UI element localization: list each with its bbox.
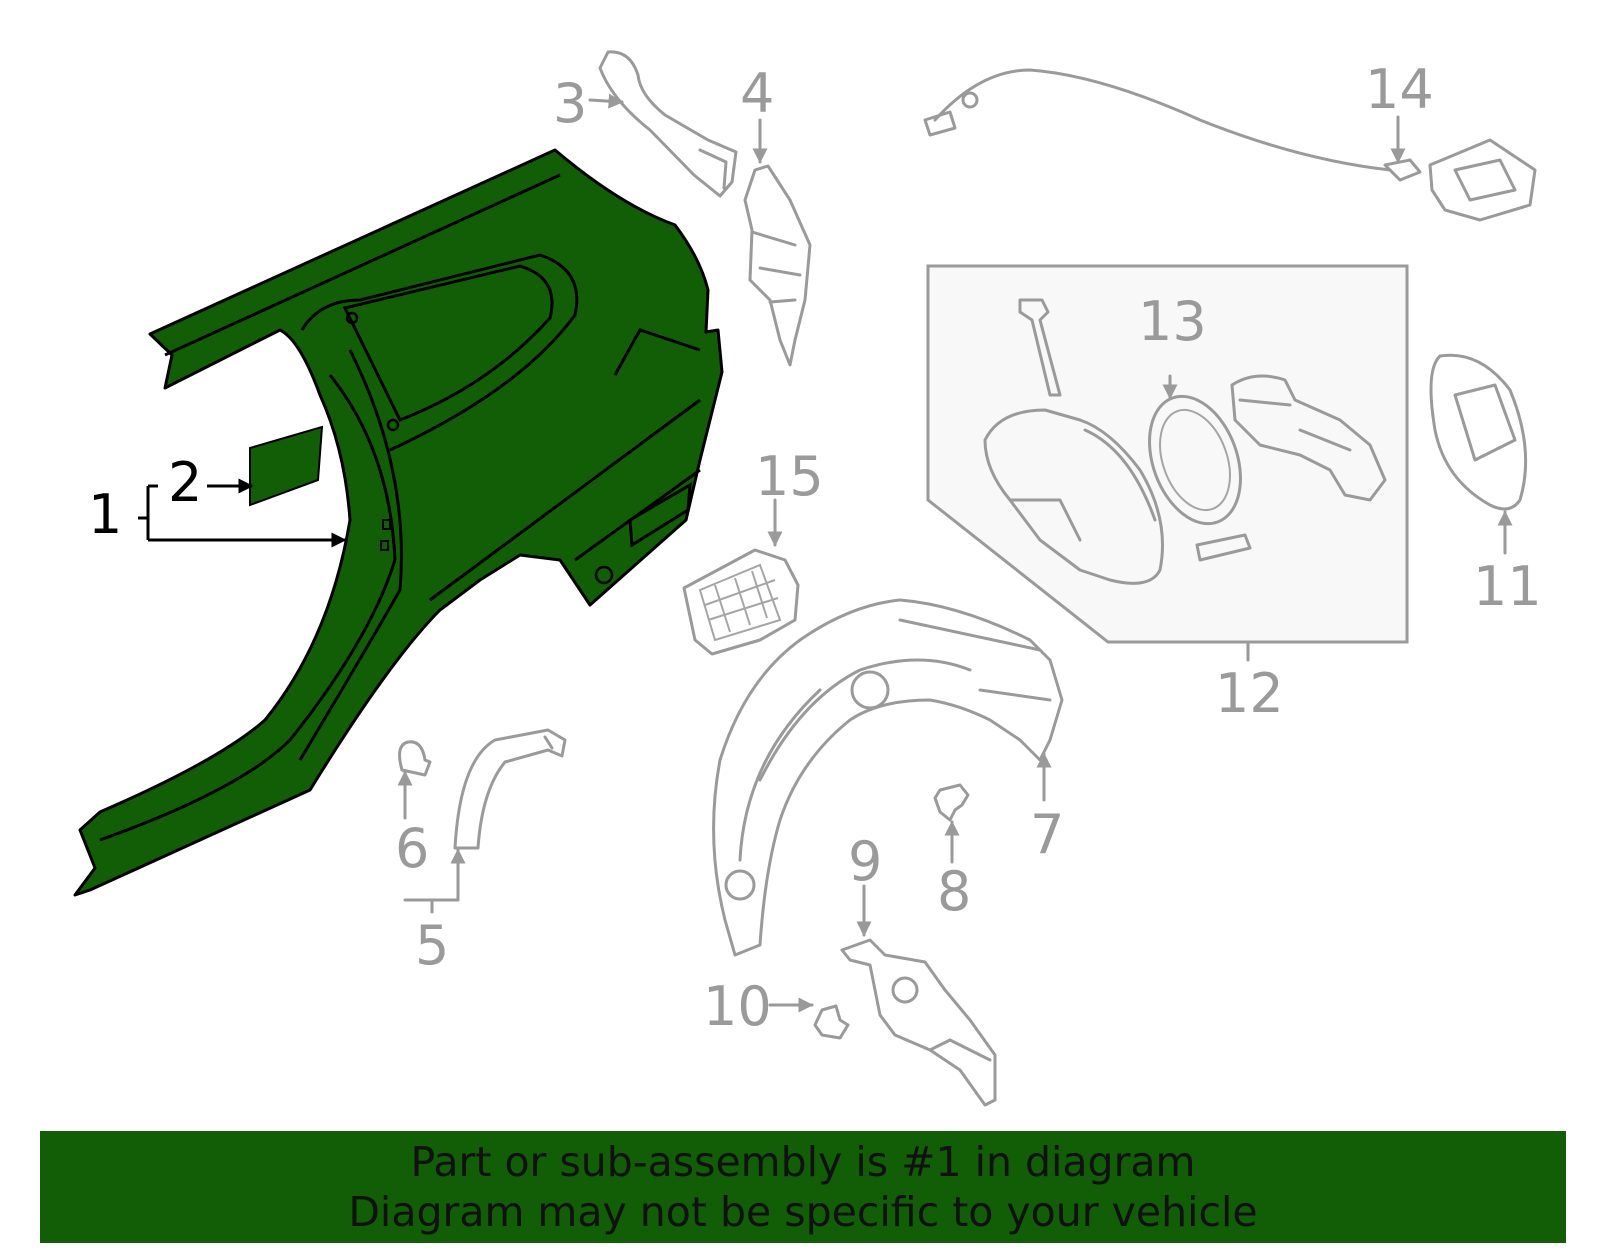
callout-12: 12 (1215, 662, 1284, 725)
callout-10: 10 (703, 975, 772, 1038)
bracket-part-3[interactable] (598, 50, 738, 198)
hinge-part-4[interactable] (743, 164, 812, 367)
callout-2: 2 (168, 451, 202, 514)
callout-3: 3 (553, 72, 587, 135)
banner-line-2: Diagram may not be specific to your vehi… (348, 1188, 1258, 1236)
fuel-door-part-11[interactable] (1429, 353, 1528, 511)
quarter-panel-part-1[interactable] (73, 148, 724, 897)
reinforcement-part-2[interactable] (249, 425, 324, 507)
filler-neck[interactable] (1230, 374, 1387, 502)
splash-bracket-part-9[interactable] (840, 938, 997, 1107)
leader-lines (138, 93, 1513, 1013)
pin-part-8[interactable] (933, 783, 970, 822)
callout-7: 7 (1030, 803, 1064, 866)
callout-15: 15 (755, 445, 824, 508)
vent-part-15[interactable] (682, 548, 800, 656)
callout-11: 11 (1473, 555, 1542, 618)
callout-8: 8 (937, 860, 971, 923)
banner-line-1: Part or sub-assembly is #1 in diagram (410, 1138, 1196, 1186)
callout-13: 13 (1138, 290, 1207, 353)
info-banner: Part or sub-assembly is #1 in diagram Di… (40, 1131, 1566, 1243)
filler-housing[interactable] (983, 298, 1164, 585)
wheel-liner-part-7[interactable] (712, 598, 1064, 957)
arch-molding-part-5[interactable] (453, 728, 567, 850)
callout-6: 6 (395, 817, 429, 880)
callout-14: 14 (1365, 58, 1434, 121)
callout-9: 9 (848, 830, 882, 893)
callout-1: 1 (88, 483, 122, 546)
clip-part-6[interactable] (398, 740, 432, 777)
bolt-part-10[interactable] (813, 1004, 850, 1040)
callout-5: 5 (415, 914, 449, 977)
callout-4: 4 (740, 62, 774, 125)
release-cable-part-14[interactable] (923, 68, 1537, 222)
fuel-door-assembly-box-part-12 (926, 264, 1409, 644)
